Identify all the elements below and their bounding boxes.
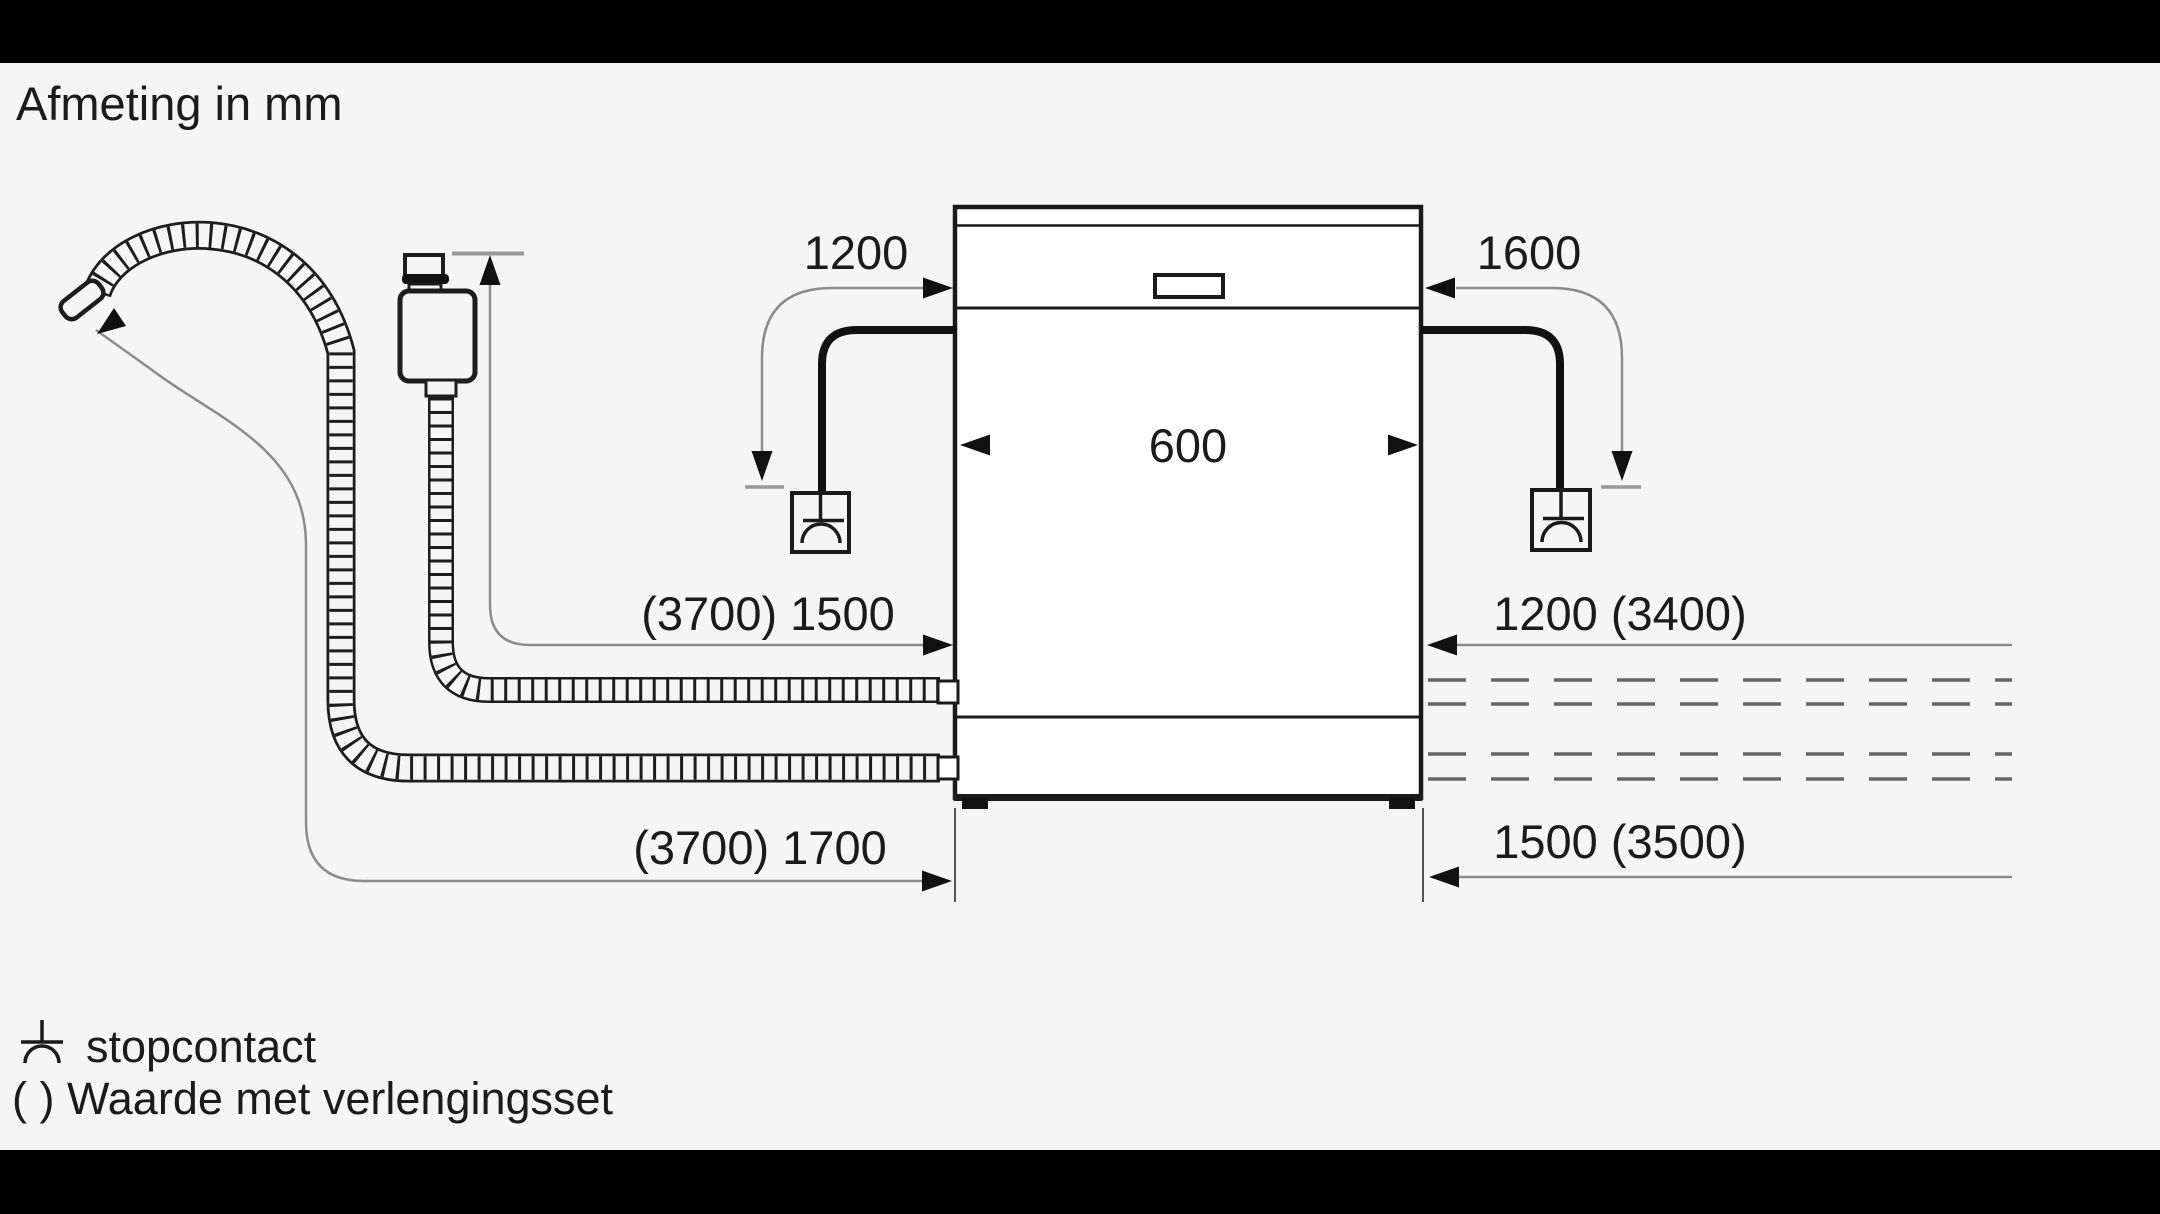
aquastop-hose-neck bbox=[424, 378, 458, 398]
wall-socket-right bbox=[1530, 488, 1592, 552]
door-handle bbox=[1153, 273, 1225, 299]
drain-hose-corrugation bbox=[85, 223, 940, 780]
arrowhead-inlet-right bbox=[1427, 634, 1457, 656]
inlet-hose bbox=[428, 384, 940, 703]
arrowhead-width-left bbox=[960, 434, 990, 456]
foot-left bbox=[962, 798, 988, 809]
arrowhead-cord-right-socket bbox=[1611, 451, 1633, 481]
power-cord-right bbox=[1421, 326, 1564, 488]
aquastop-valve bbox=[397, 253, 478, 398]
arrowhead-cord-left-socket bbox=[751, 451, 773, 481]
legend: stopcontact ( ) Waarde met verlengingsse… bbox=[12, 1020, 614, 1124]
page-title: Afmeting in mm bbox=[16, 77, 342, 130]
tap-connector-nut bbox=[403, 253, 445, 279]
dim-line-cord-left bbox=[760, 286, 926, 452]
arrowhead-drain-end bbox=[97, 308, 126, 334]
legend-parentheses-note: ( ) Waarde met verlengingsset bbox=[12, 1073, 614, 1124]
dim-label-cord-left: 1200 bbox=[804, 226, 909, 279]
foot-right bbox=[1389, 798, 1415, 809]
dim-label-cord-right: 1600 bbox=[1477, 226, 1582, 279]
legend-socket-label: stopcontact bbox=[86, 1021, 317, 1072]
arrowhead-cord-right-machine bbox=[1425, 277, 1455, 299]
schuko-socket-icon bbox=[800, 495, 844, 544]
dim-label-inlet-left: (3700) 1500 bbox=[641, 587, 894, 640]
arrowhead-inlet-machine bbox=[923, 634, 953, 656]
letterbox-top bbox=[0, 0, 2160, 63]
power-cord-left bbox=[818, 326, 957, 491]
dimension-arrowheads bbox=[97, 255, 1633, 892]
inlet-hose-body bbox=[430, 384, 940, 701]
dim-label-drain-right: 1500 (3500) bbox=[1493, 815, 1746, 868]
dim-label-drain-left: (3700) 1700 bbox=[633, 821, 886, 874]
dim-line-inlet-left bbox=[488, 282, 925, 647]
arrowhead-drain-machine bbox=[922, 870, 952, 892]
drain-hose-end-cap bbox=[58, 278, 106, 322]
dim-line-drain-left bbox=[95, 328, 924, 883]
schuko-socket-icon bbox=[21, 1020, 63, 1064]
dashed-hose-routing-right bbox=[1428, 678, 2012, 781]
schuko-socket-icon bbox=[1540, 492, 1584, 543]
arrowhead-inlet-tap bbox=[479, 255, 501, 285]
dishwasher-outline bbox=[936, 204, 1424, 902]
dishwasher-body bbox=[952, 204, 1424, 801]
arrowhead-drain-right bbox=[1429, 866, 1459, 888]
dim-label-inlet-right: 1200 (3400) bbox=[1493, 587, 1746, 640]
level-ticks bbox=[452, 251, 1641, 489]
letterbox-bottom bbox=[0, 1150, 2160, 1214]
arrowhead-width-right bbox=[1388, 434, 1418, 456]
power-cords bbox=[818, 326, 1564, 491]
inlet-hose-stub bbox=[936, 679, 960, 705]
dim-label-width: 600 bbox=[1149, 419, 1227, 472]
wall-socket-left bbox=[790, 491, 851, 554]
tap-connector-gasket bbox=[402, 274, 449, 284]
drain-hose-stub bbox=[936, 755, 960, 781]
drain-hose bbox=[58, 220, 940, 783]
dim-line-cord-right bbox=[1456, 286, 1624, 452]
aquastop-box bbox=[397, 288, 478, 384]
arrowhead-cord-left-machine bbox=[923, 277, 953, 299]
